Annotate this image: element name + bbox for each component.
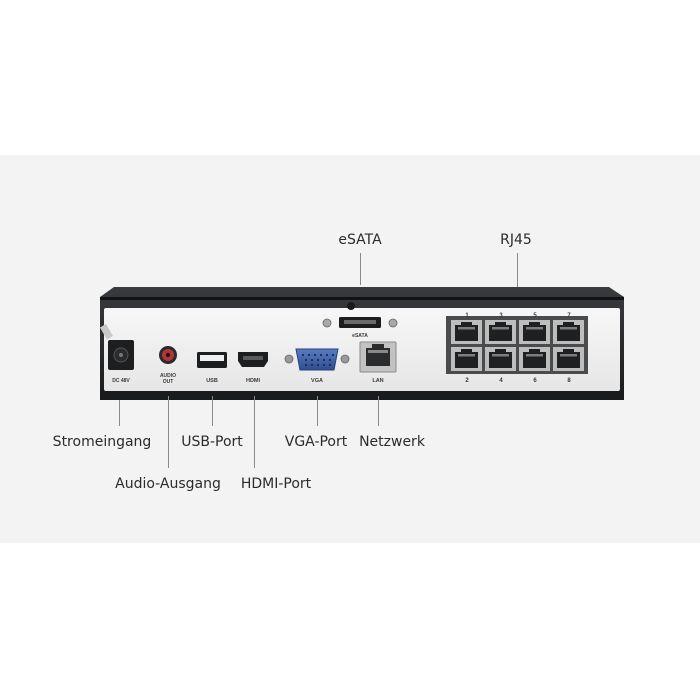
dc-label: DC 48V [112,378,130,384]
leader-network [378,396,379,426]
lan-label: LAN [372,378,383,384]
rj45-jack [451,347,482,371]
callout-rj45: RJ45 [500,232,532,248]
rj45-jack [519,347,550,371]
poe-label-bottom-2: 2 [465,378,469,384]
leader-esata [360,253,361,285]
hdmi-port: HDMI [238,352,268,384]
callout-network: Netzwerk [359,434,425,450]
poe-label-bottom-4: 4 [499,378,503,384]
rj45-jack [451,320,482,344]
rj45-jack [553,320,584,344]
lan-port: LAN [359,341,397,384]
callout-usb-port: USB-Port [181,434,243,450]
esata-port: eSATA [322,302,398,339]
rj45-jack [553,347,584,371]
callout-esata: eSATA [338,232,382,248]
callout-hdmi-port: HDMI-Port [240,476,312,492]
leader-audio [168,396,169,468]
callout-power-input: Stromeingang [52,434,152,450]
callout-vga-port: VGA-Port [284,434,348,450]
rj45-jack [519,320,550,344]
poe-label-top-7: 7 [567,313,571,319]
callout-audio-output: Audio-Ausgang [115,476,221,492]
power-input-port: DC 48V [99,323,134,384]
leader-hdmi [254,396,255,468]
leader-usb [212,396,213,426]
leader-rj45 [517,253,518,287]
vga-port: VGA [284,348,350,384]
usb-port: USB [197,352,227,384]
poe-label-top-3: 3 [499,313,503,319]
leader-power [119,400,120,426]
vga-label: VGA [311,378,323,384]
audio-label-line2: OUT [163,379,174,385]
poe-label-top-1: 1 [465,313,469,319]
poe-label-bottom-6: 6 [533,378,537,384]
poe-label-top-5: 5 [533,313,537,319]
poe-label-bottom-8: 8 [567,378,571,384]
rj45-jack [485,320,516,344]
usb-label: USB [206,378,218,384]
leader-vga [317,396,318,426]
rj45-jack [485,347,516,371]
audio-label-line1: AUDIO [160,373,176,379]
audio-out-port: AUDIO OUT [159,346,177,385]
rj45-poe-block: 1 3 5 7 2 4 6 8 [446,313,588,384]
esata-panel-label: eSATA [352,333,368,339]
hdmi-label: HDMI [246,378,261,384]
